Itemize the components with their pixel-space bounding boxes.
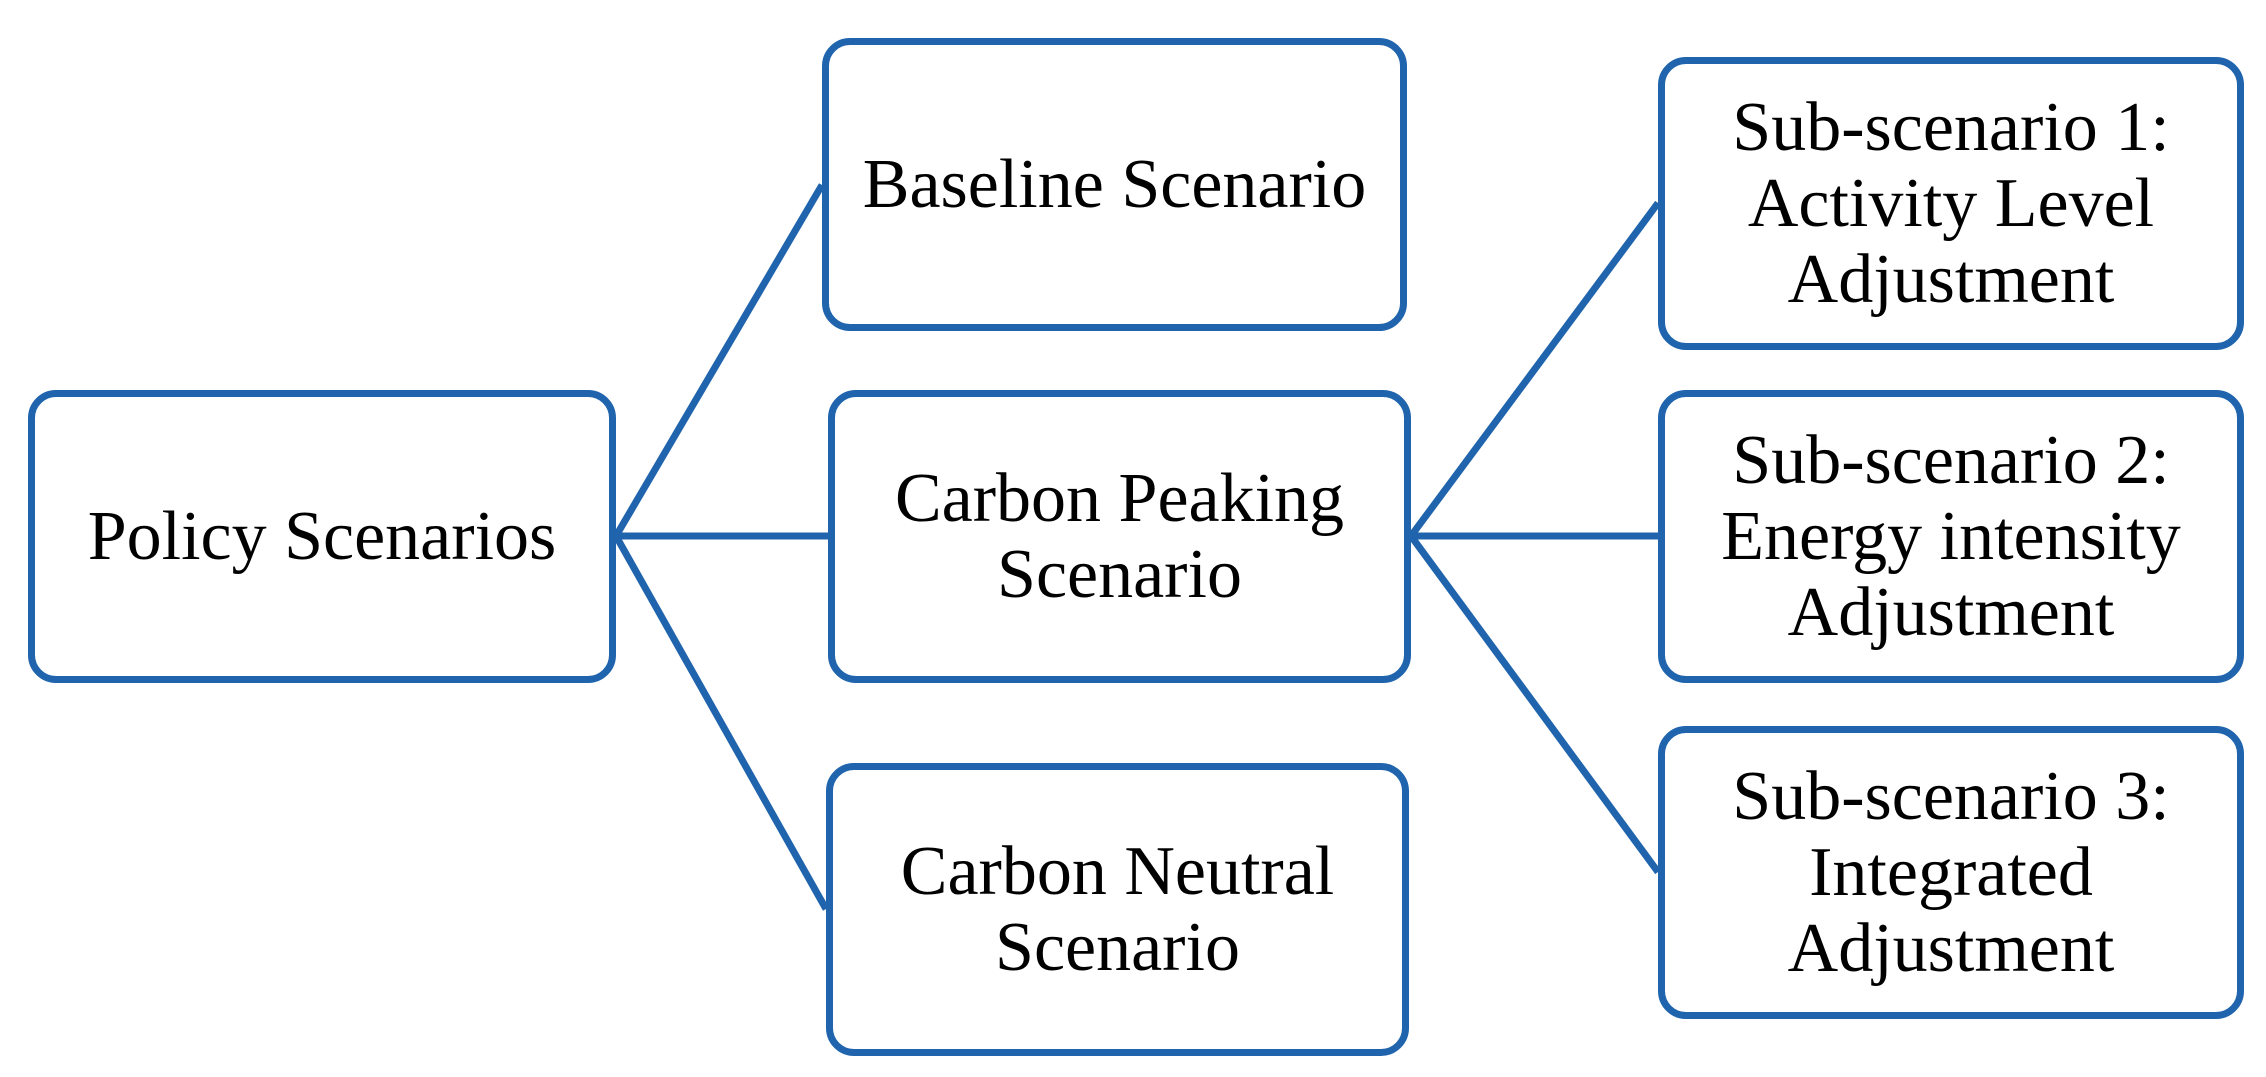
sub-scenario-3-label-line-2: Integrated [1809,833,2093,911]
sub-scenario-3-box: Sub-scenario 3: Integrated Adjustment [1658,726,2244,1019]
sub-scenario-1-label-line-2: Activity Level [1747,164,2155,242]
sub-scenario-2-label-line-2: Energy intensity [1721,497,2181,575]
sub-scenario-2-label-line-1: Sub-scenario 2: [1732,421,2170,499]
connector-policy-to-baseline [612,183,826,538]
sub-scenario-1-label-line-3: Adjustment [1787,240,2115,318]
sub-scenario-2-box: Sub-scenario 2: Energy intensity Adjustm… [1658,390,2244,683]
carbon-peaking-scenario-box: Carbon Peaking Scenario [828,390,1411,683]
carbon-neutral-label-line-2: Scenario [995,908,1240,986]
carbon-neutral-label-line-1: Carbon Neutral [900,832,1335,910]
connector-policy-to-neutral [612,534,830,911]
carbon-peaking-label-line-1: Carbon Peaking [894,459,1345,537]
sub-scenario-3-label-line-3: Adjustment [1787,909,2115,987]
baseline-scenario-box: Baseline Scenario [822,38,1407,331]
carbon-neutral-scenario-box: Carbon Neutral Scenario [826,763,1409,1056]
carbon-peaking-label-line-2: Scenario [997,535,1242,613]
sub-scenario-3-label-line-1: Sub-scenario 3: [1732,757,2170,835]
policy-scenarios-box: Policy Scenarios [28,390,616,683]
sub-scenario-1-label-line-1: Sub-scenario 1: [1732,88,2170,166]
sub-scenario-2-label-line-3: Adjustment [1787,573,2115,651]
sub-scenario-1-box: Sub-scenario 1: Activity Level Adjustmen… [1658,57,2244,350]
baseline-scenario-label: Baseline Scenario [862,145,1367,223]
connector-peaking-to-sub1 [1408,200,1661,539]
policy-scenarios-label: Policy Scenarios [87,497,557,575]
connector-peaking-to-sub3 [1408,533,1661,875]
